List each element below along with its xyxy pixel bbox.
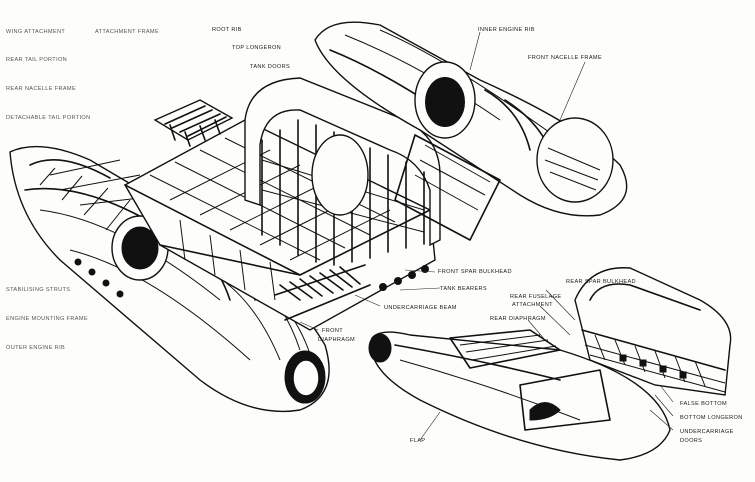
label-undercarriage-doors-1: UNDERCARRIAGE (680, 429, 734, 435)
label-root-rib: ROOT RIB (212, 27, 242, 33)
centre-wing-structure (124, 77, 441, 331)
label-inner-engine-rib: INNER ENGINE RIB (478, 27, 535, 33)
rear-fuselage-and-flap (368, 267, 732, 461)
label-front-diaphragm-1: FRONT (322, 328, 343, 334)
label-front-nacelle-frame: FRONT NACELLE FRAME (528, 55, 602, 61)
labels: WING ATTACHMENT ATTACHMENT FRAME ROOT RI… (6, 27, 743, 444)
tank-door (153, 99, 234, 147)
label-rear-nacelle-frame: REAR NACELLE FRAME (6, 86, 76, 92)
label-outer-engine-rib: OUTER ENGINE RIB (6, 345, 65, 351)
label-bottom-longeron: BOTTOM LONGERON (680, 415, 743, 421)
label-front-diaphragm-2: DIAPHRAGM (318, 337, 355, 343)
label-false-bottom: FALSE BOTTOM (680, 401, 727, 407)
label-rear-spar-bulkhead: REAR SPAR BULKHEAD (566, 279, 636, 285)
label-detachable-tail: DETACHABLE TAIL PORTION (6, 115, 91, 121)
label-front-spar-bulkhead: FRONT SPAR BULKHEAD (438, 269, 512, 275)
label-tank-doors: TANK DOORS (250, 64, 290, 70)
label-flap: FLAP (410, 438, 425, 444)
label-undercarriage-doors-2: DOORS (680, 438, 702, 444)
label-attachment-frame: ATTACHMENT FRAME (95, 29, 159, 35)
label-tank-bearers: TANK BEARERS (440, 286, 487, 292)
label-rear-tail-portion: REAR TAIL PORTION (6, 57, 67, 63)
label-rear-diaphragm: REAR DIAPHRAGM (490, 316, 546, 322)
label-rear-fuselage-1: REAR FUSELAGE (510, 294, 562, 300)
right-nacelle (314, 21, 628, 241)
label-engine-mounting-frame: ENGINE MOUNTING FRAME (6, 316, 88, 322)
label-wing-attachment: WING ATTACHMENT (6, 29, 65, 35)
label-rear-fuselage-2: ATTACHMENT (512, 302, 553, 308)
label-top-longeron: TOP LONGERON (232, 45, 281, 51)
leader-lines (299, 31, 674, 441)
label-undercarriage-beam: UNDERCARRIAGE BEAM (384, 305, 457, 311)
label-stabilising-struts: STABILISING STRUTS (6, 287, 70, 293)
